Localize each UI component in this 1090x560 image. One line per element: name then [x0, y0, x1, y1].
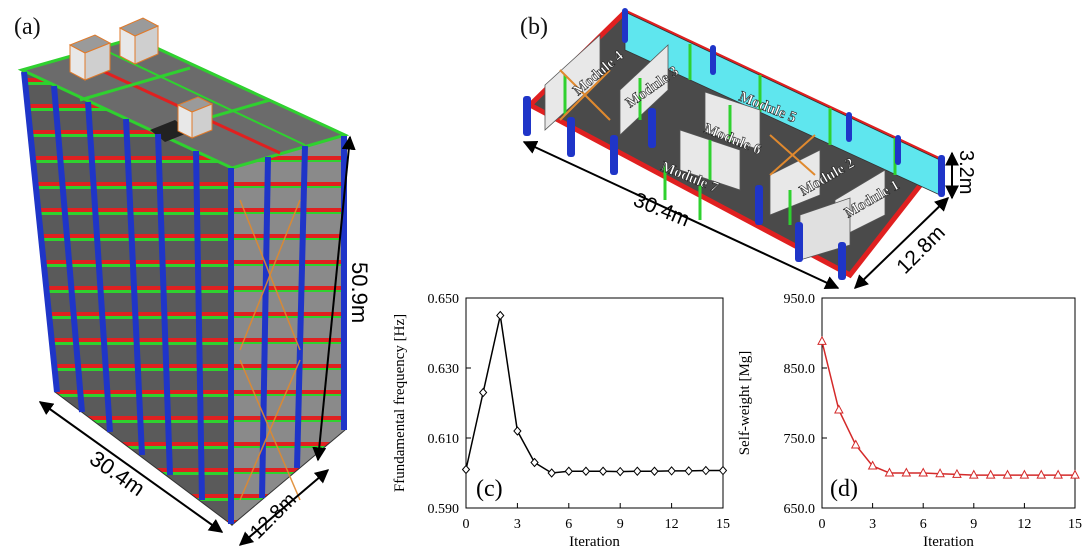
- rooftop-unit: [68, 34, 112, 81]
- data-point: [867, 460, 878, 470]
- data-point: [701, 465, 711, 476]
- x-tick-label: 3: [869, 517, 876, 532]
- floor-model: Module 1 Module 2 Module 3 Module 4 Modu…: [522, 8, 977, 290]
- x-axis-label: Iteration: [923, 534, 974, 550]
- plot-frame: [465, 297, 724, 509]
- x-tick-label: 15: [1068, 517, 1082, 532]
- data-point: [1019, 469, 1030, 479]
- panel-label: (d): [830, 476, 858, 502]
- floor-length-arrow: [522, 140, 840, 290]
- y-axis-label: Self-weight [Mg]: [737, 351, 753, 456]
- data-point: [952, 468, 962, 478]
- y-axis-label: Ffundamental frequency [Hz]: [392, 314, 408, 492]
- data-point: [935, 468, 945, 478]
- y-tick-label: 950.0: [784, 292, 816, 307]
- data-point: [633, 466, 642, 477]
- data-point: [1036, 469, 1047, 479]
- plot-frame: [821, 297, 1076, 509]
- rooftop-unit: [118, 17, 160, 65]
- height-dimension-arrow: [312, 135, 356, 462]
- x-tick-label: 9: [617, 517, 624, 532]
- panel-label: (c): [476, 476, 503, 502]
- rooftop-unit: [176, 96, 214, 139]
- x-tick-label: 0: [463, 517, 470, 532]
- data-point: [918, 467, 929, 477]
- x-tick-label: 12: [665, 517, 679, 532]
- series-line: [465, 315, 723, 474]
- data-point: [718, 465, 728, 476]
- panel-label-b: (b): [520, 14, 548, 40]
- data-point: [1053, 469, 1063, 479]
- width-dimension-arrow: [238, 469, 330, 546]
- panel-label-a: (a): [14, 14, 41, 40]
- y-tick-label: 850.0: [784, 362, 816, 377]
- data-point: [564, 466, 573, 477]
- data-point: [461, 464, 471, 475]
- data-point: [650, 466, 659, 477]
- x-tick-label: 6: [920, 517, 927, 532]
- x-axis-label: Iteration: [569, 534, 620, 550]
- data-point: [616, 466, 625, 477]
- data-point: [1070, 469, 1080, 479]
- data-point: [513, 426, 522, 436]
- x-tick-label: 12: [1017, 517, 1031, 532]
- data-point: [581, 466, 591, 477]
- y-tick-label: 0.610: [428, 432, 460, 447]
- data-point: [478, 387, 488, 398]
- data-point: [684, 466, 693, 476]
- y-tick-label: 650.0: [784, 502, 816, 517]
- data-point: [496, 310, 505, 321]
- data-point: [901, 467, 912, 477]
- data-point: [884, 467, 895, 477]
- data-point: [530, 457, 539, 468]
- data-point: [850, 439, 861, 449]
- building-model: 50.9m 30.4m 12.8m: [17, 17, 372, 546]
- y-tick-label: 0.650: [428, 292, 460, 307]
- floor-width-arrow: [853, 197, 950, 289]
- data-point: [598, 466, 608, 477]
- data-point: [817, 335, 827, 345]
- length-dimension-arrow: [38, 401, 224, 533]
- data-point: [985, 469, 996, 479]
- x-tick-label: 15: [716, 517, 730, 532]
- y-tick-label: 750.0: [784, 432, 816, 447]
- data-point: [547, 468, 556, 478]
- building-height-label: 50.9m: [347, 262, 372, 323]
- data-point: [667, 466, 676, 476]
- x-tick-label: 6: [565, 517, 572, 532]
- x-tick-label: 9: [970, 517, 977, 532]
- x-tick-label: 0: [819, 517, 826, 532]
- series-line: [821, 341, 1075, 476]
- data-point: [968, 469, 979, 479]
- roof-beam: [99, 47, 306, 146]
- y-tick-label: 0.630: [428, 362, 460, 377]
- floor-height-label: 3.2m: [955, 150, 977, 194]
- roof-beam: [79, 66, 191, 102]
- x-tick-label: 3: [514, 517, 521, 532]
- y-tick-label: 0.590: [428, 502, 460, 517]
- data-point: [1002, 469, 1013, 479]
- data-point: [834, 404, 844, 414]
